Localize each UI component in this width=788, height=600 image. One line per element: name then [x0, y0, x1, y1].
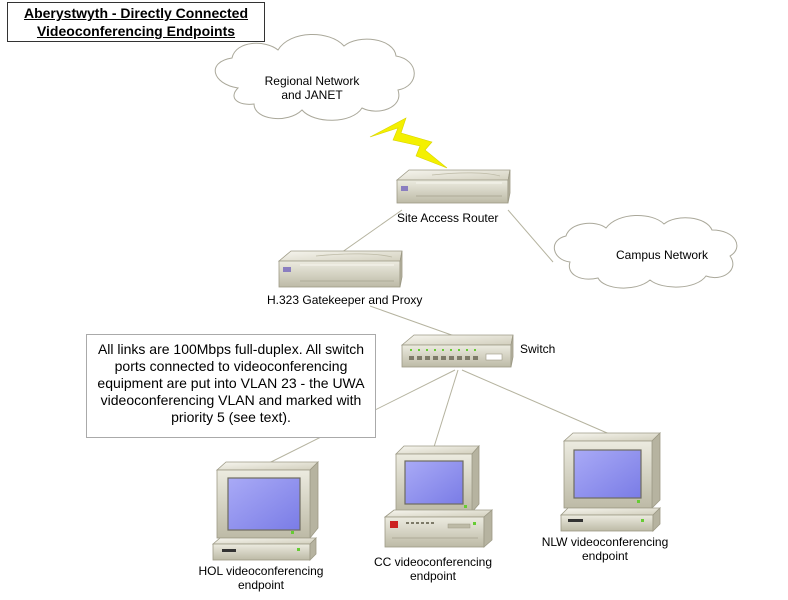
switch-label: Switch [520, 342, 556, 356]
campus-network-label: Campus Network [616, 248, 709, 262]
link-switch-nlw [461, 369, 615, 437]
note-line-4: videoconferencing VLAN and marked with [100, 392, 362, 408]
gatekeeper-icon [277, 250, 403, 288]
cc-endpoint-label-line-2: endpoint [409, 569, 457, 583]
title-line-1: Aberystwyth - Directly Connected [23, 5, 249, 21]
cc-endpoint-label-line-1: CC videoconferencing [373, 555, 493, 569]
gatekeeper-label: H.323 Gatekeeper and Proxy [267, 293, 423, 307]
regional-network-label-line-2: and JANET [281, 88, 343, 102]
router-icon [395, 169, 511, 204]
link-switch-cc [433, 369, 459, 448]
nlw-endpoint-label: NLW videoconferencing endpoint [530, 535, 680, 563]
note-line-3: equipment are put into VLAN 23 - the UWA [97, 375, 365, 391]
nlw-endpoint-label-line-1: NLW videoconferencing [541, 535, 669, 549]
link-notes-box: All links are 100Mbps full-duplex. All s… [86, 334, 376, 438]
cc-computer-icon [383, 444, 494, 548]
hol-endpoint-label: HOL videoconferencing endpoint [186, 564, 336, 592]
note-line-2: ports connected to videoconferencing [114, 358, 348, 374]
link-gatekeeper-switch [369, 305, 461, 339]
hol-computer-icon [211, 461, 319, 561]
link-router-campus [507, 209, 554, 263]
regional-network-cloud [214, 34, 415, 121]
regional-network-label: Regional Network and JANET [262, 74, 362, 102]
regional-network-label-line-1: Regional Network [264, 74, 360, 88]
switch-icon [400, 334, 514, 368]
note-line-5: priority 5 (see text). [171, 409, 291, 425]
router-label: Site Access Router [397, 211, 499, 225]
note-line-1: All links are 100Mbps full-duplex. All s… [97, 341, 365, 357]
campus-network-cloud [554, 214, 738, 289]
nlw-endpoint-label-line-2: endpoint [581, 549, 629, 563]
hol-endpoint-label-line-1: HOL videoconferencing [198, 564, 324, 578]
title-line-2: Videoconferencing Endpoints [36, 23, 236, 39]
hol-endpoint-label-line-2: endpoint [237, 578, 285, 592]
diagram-title: Aberystwyth - Directly Connected Videoco… [7, 2, 265, 42]
cc-endpoint-label: CC videoconferencing endpoint [358, 555, 508, 583]
lightning-bolt-icon [369, 117, 448, 169]
nlw-computer-icon [560, 432, 661, 532]
